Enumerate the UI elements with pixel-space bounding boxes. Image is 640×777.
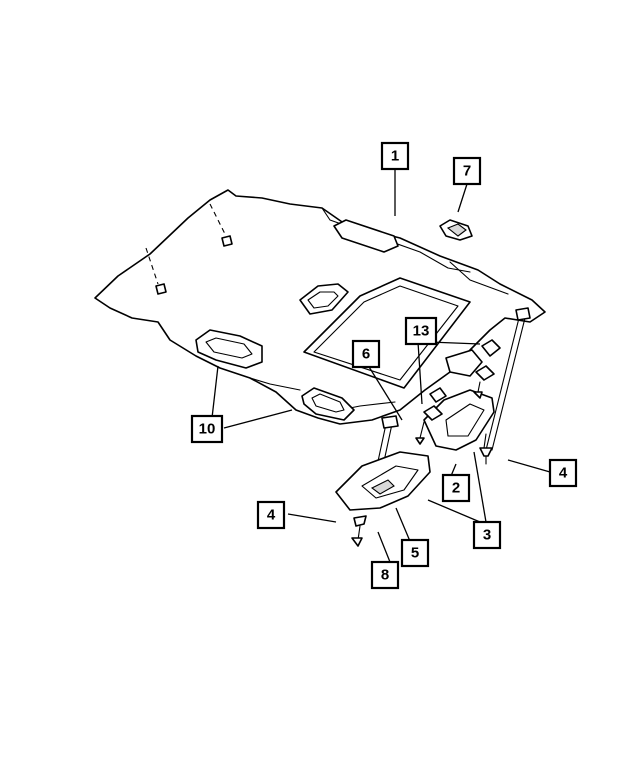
headliner-fasteners (145, 203, 233, 295)
callout-7: 7 (452, 156, 482, 186)
screw-right (479, 433, 493, 465)
callout-4-right-label: 4 (559, 465, 568, 482)
screw-left (351, 515, 367, 547)
assist-handle-rear (301, 387, 355, 421)
callout-8: 8 (370, 560, 400, 590)
sunvisor-left (335, 451, 431, 511)
callout-2-label: 2 (452, 480, 460, 497)
assist-handle-front (195, 329, 263, 369)
hanger-clip (439, 219, 473, 241)
callout-6: 6 (351, 339, 381, 369)
callout-8-label: 8 (381, 567, 389, 584)
lamp-lens (445, 349, 483, 377)
callout-1-label: 1 (391, 148, 399, 165)
visor-clip-center (415, 387, 447, 445)
dome-lamp-opening (299, 283, 349, 315)
sunvisor-rod-right (485, 307, 531, 451)
visor-clip-right (473, 339, 501, 399)
callout-7-label: 7 (463, 163, 471, 180)
callout-13: 13 (404, 316, 438, 346)
callout-3-label: 3 (483, 527, 491, 544)
callout-5: 5 (400, 538, 430, 568)
callout-4-right: 4 (548, 458, 578, 488)
callout-1: 1 (380, 141, 410, 171)
callout-6-label: 6 (362, 346, 370, 363)
sunroof-opening (303, 277, 471, 389)
callout-5-label: 5 (411, 545, 419, 562)
callout-10: 10 (190, 414, 224, 444)
rear-grab-handle-opening (333, 219, 399, 253)
leader-lines (211, 165, 551, 563)
callout-13-label: 13 (413, 323, 430, 340)
sunvisor-right (423, 389, 495, 451)
callout-3: 3 (472, 520, 502, 550)
callout-4-left: 4 (256, 500, 286, 530)
callout-4-left-label: 4 (267, 507, 276, 524)
callout-10-label: 10 (199, 421, 216, 438)
callout-2: 2 (441, 473, 471, 503)
